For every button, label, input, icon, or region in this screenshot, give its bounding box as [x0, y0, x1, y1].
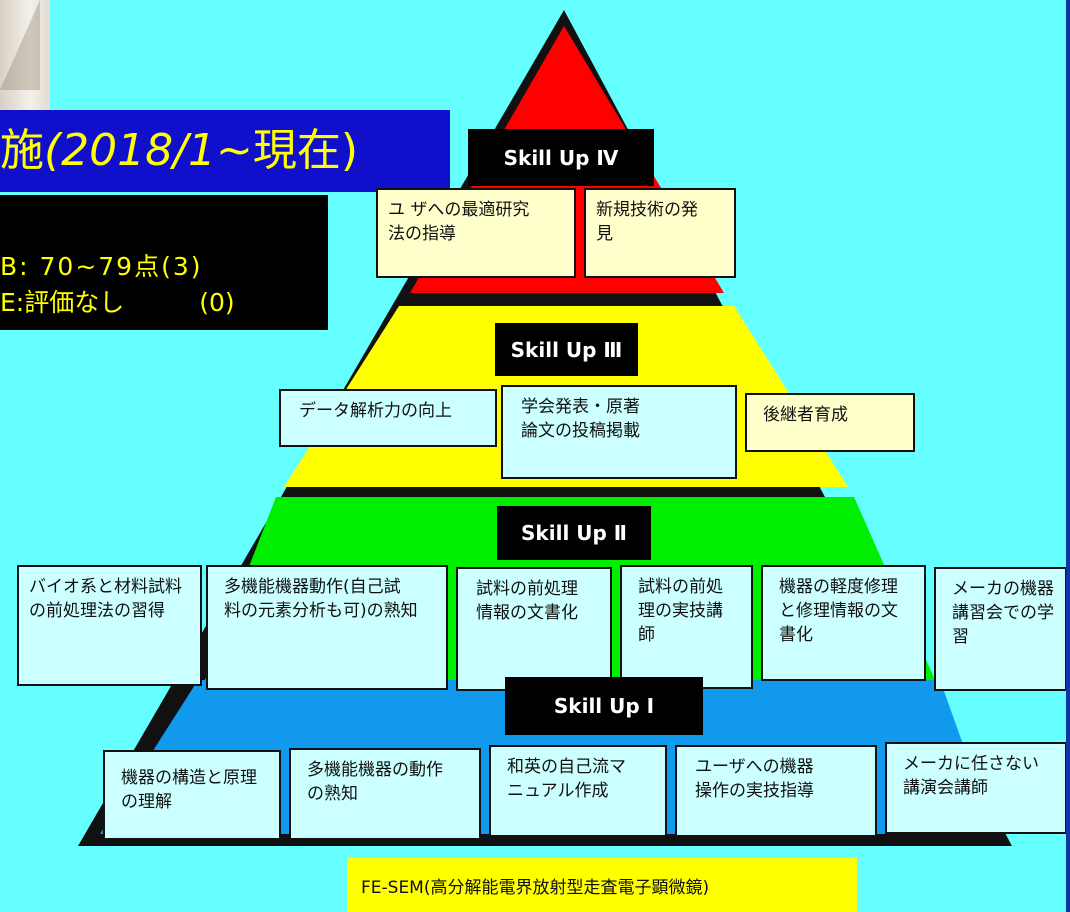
ii-item-light-repair: 機器の軽度修理 と修理情報の文 書化 — [761, 565, 926, 681]
skill-up-iii-label: Skill Up Ⅲ — [495, 323, 638, 376]
right-border — [1066, 0, 1070, 912]
ii-item-prep-documentation: 試料の前処理 情報の文書化 — [456, 567, 612, 691]
ii-item-multifunction-operation: 多機能機器動作(自己試 料の元素分析も可)の熟知 — [206, 565, 448, 690]
title-date: (2018/1 — [44, 125, 216, 176]
skill-up-iv-label: Skill Up Ⅳ — [468, 129, 654, 186]
iii-item-successor-training: 後継者育成 — [745, 393, 915, 452]
score-line-e: E:評価なし (0) — [0, 288, 235, 317]
skill-up-i-label: Skill Up Ⅰ — [505, 677, 703, 735]
page-title: 施(2018/1~現在) — [0, 110, 450, 192]
iv-item-new-technology: 新規技術の発 見 — [584, 188, 736, 278]
i-item-user-instruction: ユーザへの機器 操作の実技指導 — [675, 745, 877, 837]
i-item-lecture-instructor: メーカに任さない 講演会講師 — [885, 742, 1067, 834]
ii-item-vendor-training: メーカの機器 講習会での学 習 — [934, 567, 1067, 691]
instrument-caption: FE-SEM(高分解能電界放射型走査電子顕微鏡) — [347, 858, 857, 912]
iii-item-conference-papers: 学会発表・原著 論文の投稿掲載 — [501, 385, 737, 479]
skill-up-ii-label: Skill Up Ⅱ — [497, 506, 651, 560]
score-line-b: B: 70~79点(3) — [0, 252, 203, 281]
iv-item-research-guidance: ユ ザへの最適研究 法の指導 — [376, 188, 576, 278]
iii-item-data-analysis: データ解析力の向上 — [279, 389, 497, 447]
ii-item-prep-instructor: 試料の前処 理の実技講 師 — [620, 565, 753, 689]
score-legend: B: 70~79点(3) E:評価なし (0) — [0, 195, 328, 330]
photo-shadow — [0, 0, 40, 90]
i-item-own-manual: 和英の自己流マ ニュアル作成 — [489, 745, 667, 837]
photo-fragment — [0, 0, 50, 110]
ii-item-sample-prep-methods: バイオ系と材料試料 の前処理法の習得 — [17, 565, 202, 686]
i-item-structure-principles: 機器の構造と原理 の理解 — [103, 750, 281, 840]
i-item-operation-knowledge: 多機能機器の動作 の熟知 — [289, 748, 481, 840]
title-part-3: ~現在) — [215, 125, 359, 176]
title-part-1: 施 — [0, 125, 44, 176]
